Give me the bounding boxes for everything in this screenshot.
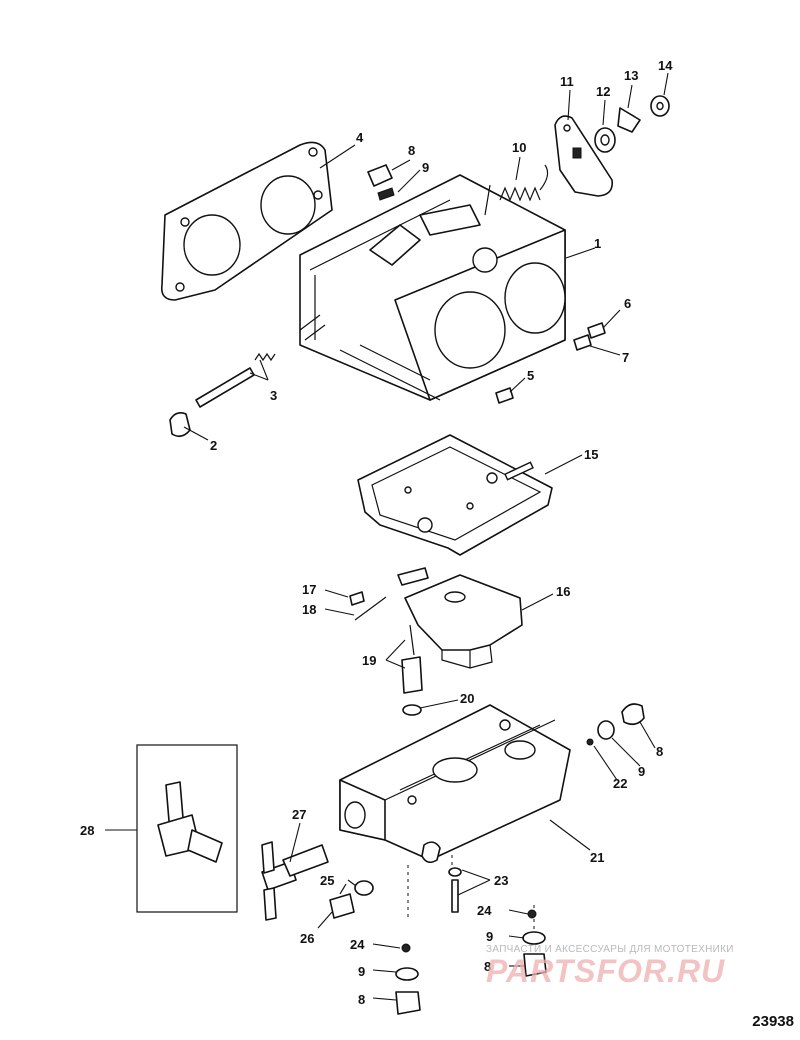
part-8-plug-top <box>367 164 395 201</box>
watermark-tagline: ЗАПЧАСТИ И АКСЕССУАРЫ ДЛЯ МОТОТЕХНИКИ <box>486 944 734 955</box>
part-16-float <box>397 567 523 669</box>
callout-3: 3 <box>270 388 277 403</box>
callout-5: 5 <box>527 368 534 383</box>
callout-24-bottom: 24 <box>350 937 365 952</box>
callout-16: 16 <box>556 584 570 599</box>
callout-9-right: 9 <box>638 764 645 779</box>
callout-20: 20 <box>460 691 474 706</box>
callout-14: 14 <box>658 58 673 73</box>
callout-18: 18 <box>302 602 316 617</box>
watermark-logo: PARTSFOR.RU <box>486 953 726 989</box>
callout-11: 11 <box>560 74 574 89</box>
callout-1: 1 <box>594 236 601 251</box>
part-15-gasket <box>357 434 553 556</box>
callout-6: 6 <box>624 296 631 311</box>
callout-8-right: 8 <box>656 744 663 759</box>
leader-lines <box>105 72 669 1001</box>
callout-9: 9 <box>422 160 429 175</box>
callout-8-br: 8 <box>484 959 491 974</box>
part-21-float-bowl <box>339 704 571 864</box>
callout-25: 25 <box>320 873 334 888</box>
parts-5-6-7-plugs <box>495 322 606 404</box>
callout-17: 17 <box>302 582 316 597</box>
bottom-right-stack <box>522 909 547 977</box>
part-4-flange-gasket <box>160 141 333 301</box>
diagram-id: 23938 <box>752 1013 794 1030</box>
callout-19: 19 <box>362 653 376 668</box>
parts-25-26-drain-plug <box>329 880 374 919</box>
callout-9-br: 9 <box>486 929 493 944</box>
callout-23: 23 <box>494 873 508 888</box>
callout-4: 4 <box>356 130 364 145</box>
part-1-throttle-body <box>299 174 566 401</box>
callout-12: 12 <box>596 84 610 99</box>
callout-22: 22 <box>613 776 627 791</box>
callout-10: 10 <box>512 140 526 155</box>
parts-11-14-lever-assembly <box>554 95 670 197</box>
callout-27: 27 <box>292 807 306 822</box>
callout-28: 28 <box>80 823 94 838</box>
callout-9-bottom: 9 <box>358 964 365 979</box>
callout-24: 24 <box>477 903 492 918</box>
part-23-screws <box>407 855 535 935</box>
parts-17-20-needle-valve <box>349 591 423 716</box>
part-10-spring <box>484 164 549 216</box>
callout-26: 26 <box>300 931 314 946</box>
callout-15: 15 <box>584 447 598 462</box>
part-28-inset <box>136 744 238 913</box>
watermark: ЗАПЧАСТИ И АКСЕССУАРЫ ДЛЯ МОТОТЕХНИКИ PA… <box>486 944 796 990</box>
parts-2-3-screw-assembly <box>169 352 276 438</box>
callout-labels: 1 2 3 4 5 6 7 8 9 10 11 12 13 14 15 16 1… <box>80 58 673 1007</box>
callout-2: 2 <box>210 438 217 453</box>
callout-21: 21 <box>590 850 604 865</box>
callout-7: 7 <box>622 350 629 365</box>
callout-13: 13 <box>624 68 638 83</box>
callout-8: 8 <box>408 143 415 158</box>
parts-8-9-22-right-plug <box>586 703 645 746</box>
part-27-fitting <box>261 841 329 921</box>
callout-8-bottom: 8 <box>358 992 365 1007</box>
bottom-center-stack <box>395 943 421 1015</box>
